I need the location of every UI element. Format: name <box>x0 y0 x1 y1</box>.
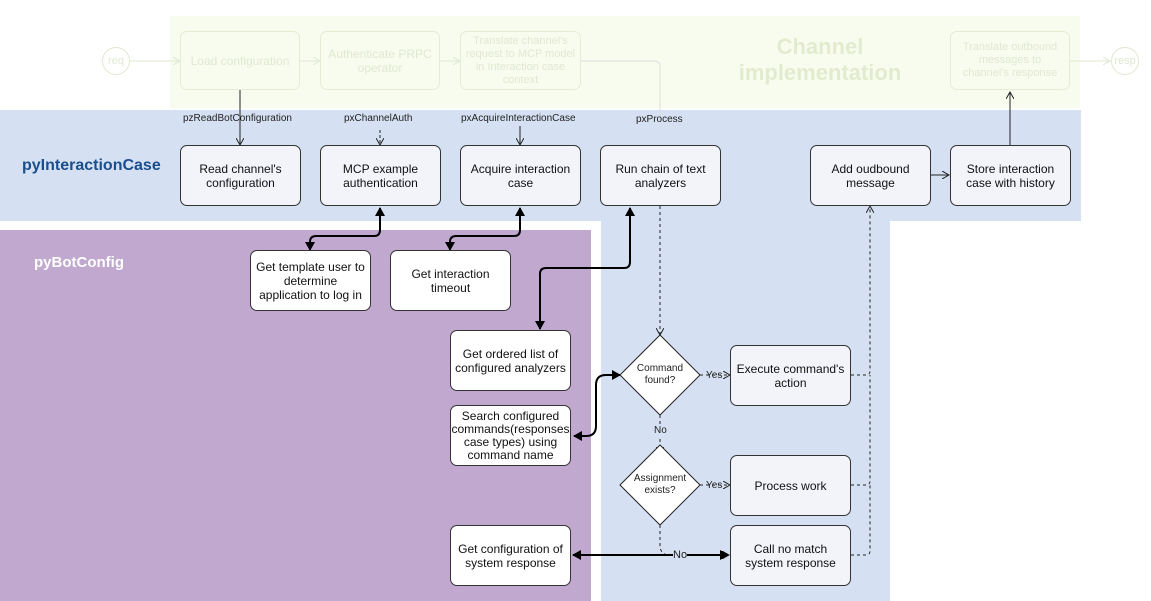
req-terminator: req <box>102 47 130 75</box>
template-user-box: Get template user to determine applicati… <box>250 250 371 311</box>
activity-label-acquire-case: pxAcquireInteractionCase <box>461 113 576 124</box>
mcp-auth-box: MCP example authentication <box>320 145 441 206</box>
channel-implementation-title: Channel implementation <box>738 34 902 85</box>
authenticate-operator-box: Authenticate PRPC operator <box>320 31 440 90</box>
acquire-case-box: Acquire interaction case <box>460 145 581 206</box>
translate-outbound-box: Translate outbound messages to channel's… <box>950 31 1070 90</box>
no-label-assignment: No <box>673 549 688 561</box>
execute-command-box: Execute command's action <box>730 345 851 406</box>
assignment-exists-label: Assignment exists? <box>633 473 687 496</box>
activity-label-channel-auth: pxChannelAuth <box>344 113 413 124</box>
command-found-diamond <box>619 334 701 416</box>
translate-request-box: Translate channel's request to MCP model… <box>460 31 581 90</box>
assignment-exists-diamond <box>619 444 701 526</box>
yes-label-assignment: Yes <box>706 480 723 491</box>
process-work-box: Process work <box>730 455 851 516</box>
resp-terminator: resp <box>1111 47 1139 75</box>
load-configuration-box: Load configuration <box>180 31 300 90</box>
store-case-box: Store interaction case with history <box>950 145 1071 206</box>
search-commands-box: Search configured commands(responses cas… <box>450 405 571 466</box>
interaction-timeout-box: Get interaction timeout <box>390 250 511 311</box>
activity-label-read-bot-config: pzReadBotConfiguration <box>183 113 292 124</box>
no-match-response-box: Call no match system response <box>730 525 851 586</box>
channel-implementation-region <box>170 16 1080 108</box>
command-found-label: Command found? <box>636 363 684 386</box>
ordered-analyzers-box: Get ordered list of configured analyzers <box>450 330 571 391</box>
run-analyzers-box: Run chain of text analyzers <box>600 145 721 206</box>
yes-label-command: Yes <box>706 370 723 381</box>
interaction-case-title: pyInteractionCase <box>22 157 161 174</box>
read-config-box: Read channel's configuration <box>180 145 301 206</box>
system-response-config-box: Get configuration of system response <box>450 525 571 586</box>
add-outbound-box: Add oudbound message <box>810 145 931 206</box>
activity-label-process: pxProcess <box>636 114 683 125</box>
bot-config-title: pyBotConfig <box>34 254 124 271</box>
no-label-command: No <box>654 425 667 436</box>
